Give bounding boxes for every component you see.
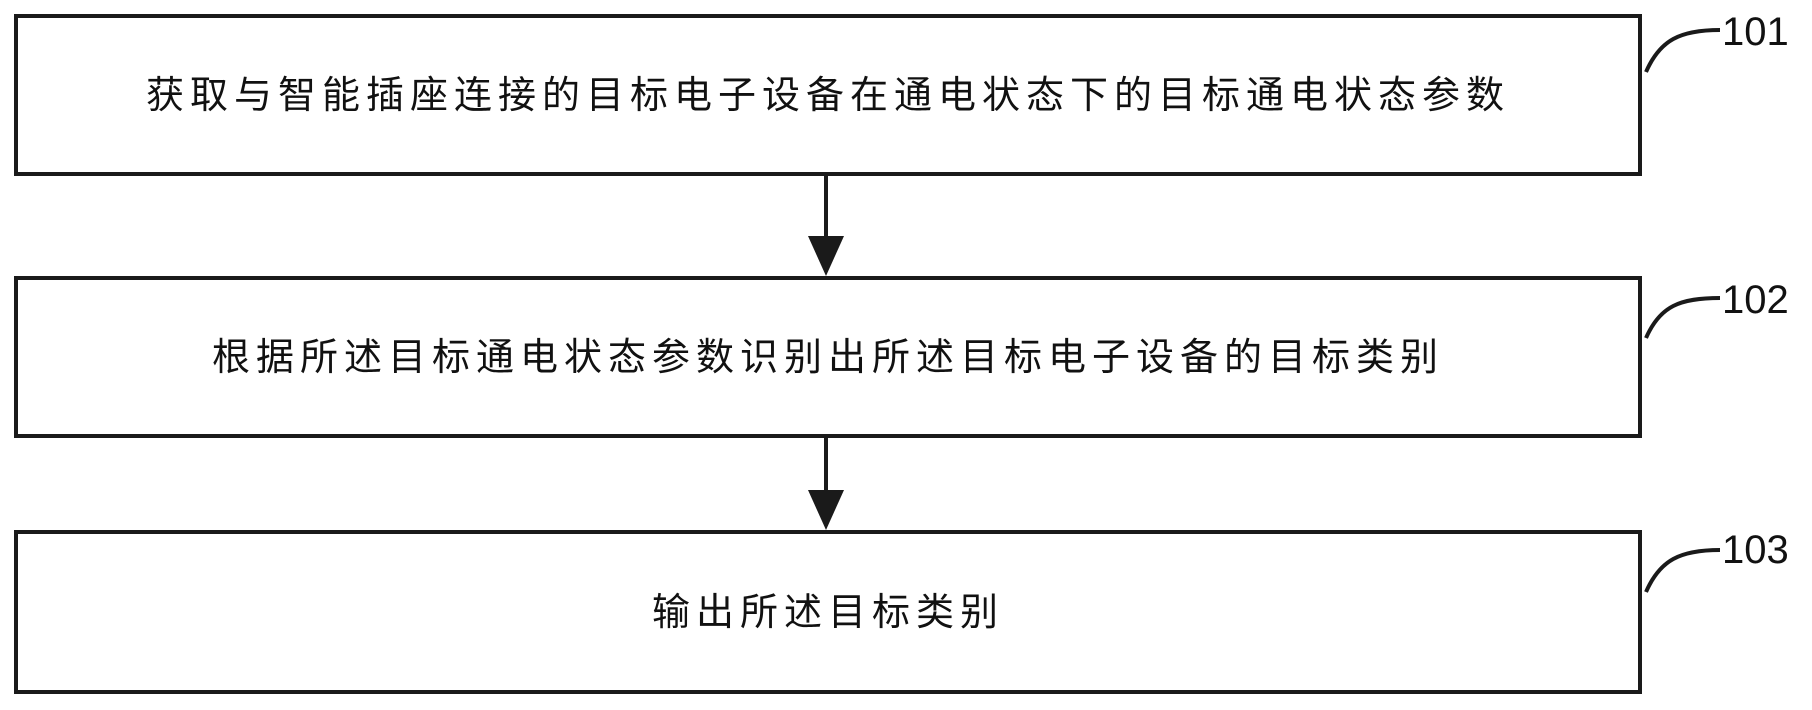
arrow-102-to-103 — [808, 438, 844, 530]
step-text-103: 输出所述目标类别 — [642, 580, 1014, 644]
step-number-102: 102 — [1722, 280, 1789, 320]
step-number-103: 103 — [1722, 530, 1789, 570]
step-text-102: 根据所述目标通电状态参数识别出所述目标电子设备的目标类别 — [202, 325, 1454, 389]
leader-line-101 — [1646, 30, 1720, 72]
leader-line-103 — [1646, 550, 1720, 592]
arrow-101-to-102 — [808, 176, 844, 276]
step-box-101: 获取与智能插座连接的目标电子设备在通电状态下的目标通电状态参数 — [14, 14, 1642, 176]
step-number-101: 101 — [1722, 12, 1789, 52]
step-text-101: 获取与智能插座连接的目标电子设备在通电状态下的目标通电状态参数 — [136, 63, 1520, 127]
step-box-103: 输出所述目标类别 — [14, 530, 1642, 694]
leader-line-102 — [1646, 298, 1720, 338]
step-box-102: 根据所述目标通电状态参数识别出所述目标电子设备的目标类别 — [14, 276, 1642, 438]
